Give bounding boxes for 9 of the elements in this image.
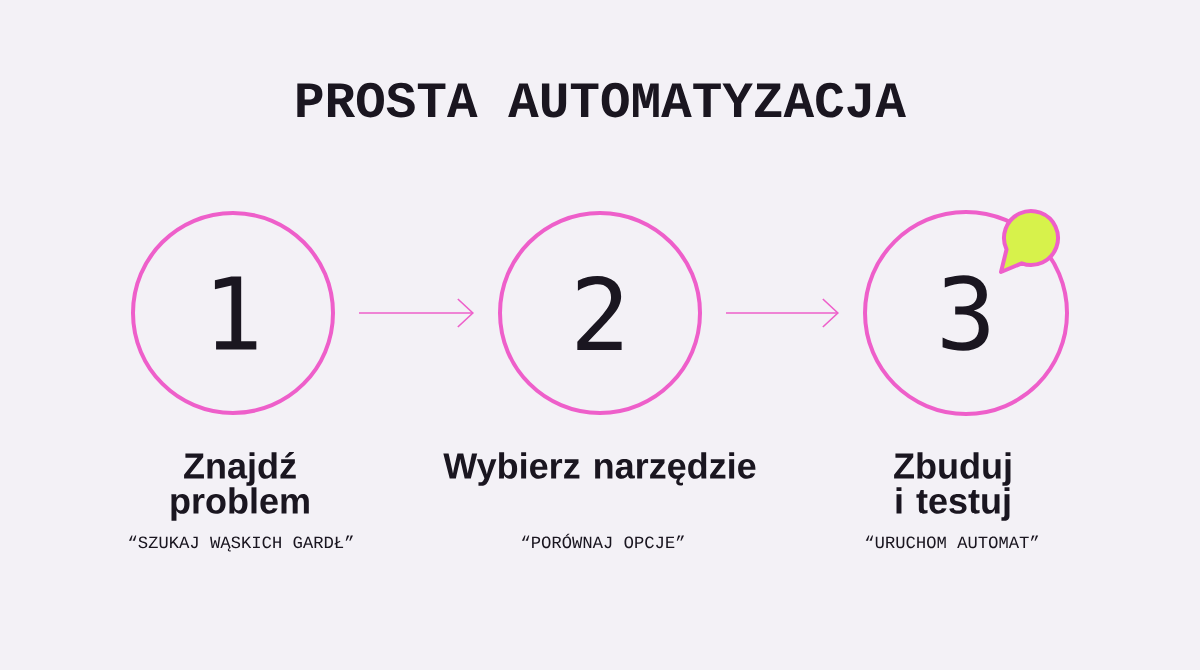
arrow xyxy=(358,298,474,328)
title: PROSTA AUTOMATYZACJA xyxy=(297,82,906,118)
quote-text: “PORÓWNAJ OPCJE” xyxy=(521,533,685,549)
arrow xyxy=(725,298,839,328)
step-heading: Wybierz narzędzie xyxy=(443,452,756,486)
quote-text: “SZUKAJ WĄSKICH GARDŁ” xyxy=(128,535,353,552)
step-heading: Zbuduj i testuj xyxy=(894,452,1011,521)
quote-text: “URUCHOM AUTOMAT” xyxy=(865,535,1039,549)
step-heading: Znajdź problem xyxy=(171,452,309,521)
